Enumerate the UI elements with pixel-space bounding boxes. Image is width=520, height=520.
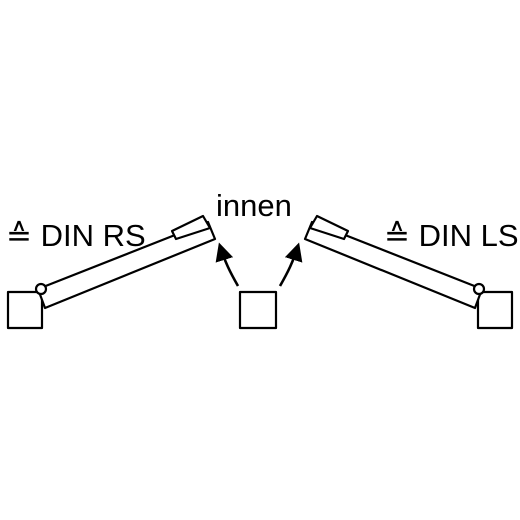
center-block	[238, 290, 278, 330]
label-innen: innen	[216, 188, 292, 223]
right-hinge-pin	[472, 282, 486, 296]
left-arrow	[215, 242, 240, 287]
left-door-assembly	[6, 214, 217, 330]
right-frame-block	[476, 290, 514, 330]
right-door-leaf	[303, 220, 484, 310]
label-din-ls: ≙ DIN LS	[384, 218, 519, 253]
left-hinge-pin	[34, 282, 48, 296]
left-handle-plate	[170, 214, 212, 241]
left-door-leaf	[36, 220, 217, 310]
right-arrow	[278, 242, 303, 287]
right-door-assembly	[303, 214, 514, 330]
right-handle-plate	[308, 214, 350, 241]
label-din-rs: ≙ DIN RS	[6, 218, 146, 253]
center-assembly	[215, 242, 303, 330]
left-frame-block	[6, 290, 44, 330]
